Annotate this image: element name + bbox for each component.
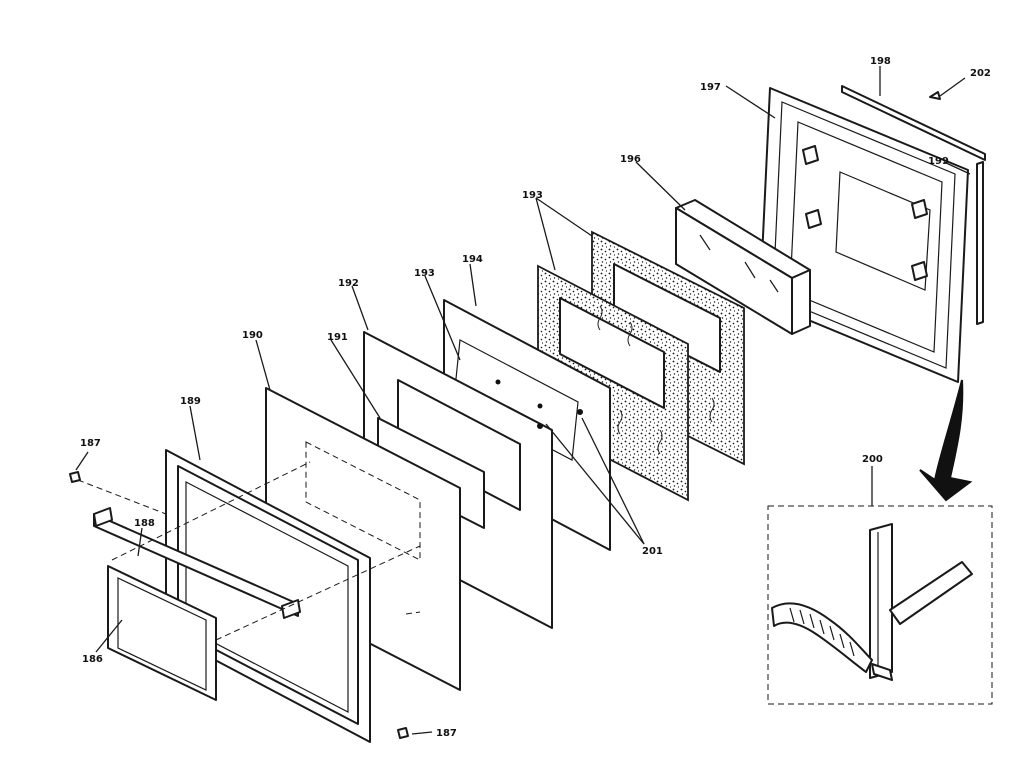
label-192: 192: [338, 278, 359, 289]
part-187-screw-bottom: [397, 727, 409, 739]
detail-arrow: [919, 379, 973, 502]
label-201: 201: [642, 546, 663, 557]
part-197-door-liner: [759, 87, 969, 383]
part-188-handle: [93, 507, 301, 619]
label-194: 194: [462, 254, 483, 265]
leader-lines: [75, 66, 971, 735]
label-190: 190: [242, 330, 263, 341]
label-197: 197: [700, 82, 721, 93]
assembly-guide-lines: [77, 461, 421, 641]
label-193-mid: 193: [414, 268, 435, 279]
label-198: 198: [870, 56, 891, 67]
label-188: 188: [134, 518, 155, 529]
part-201-screw: [537, 409, 583, 429]
label-186: 186: [82, 654, 103, 665]
label-196: 196: [620, 154, 641, 165]
label-202: 202: [970, 68, 991, 79]
detail-200-hinge-inset: [767, 505, 993, 705]
part-199-side-channel: [976, 161, 984, 325]
label-191: 191: [327, 332, 348, 343]
label-193-top: 193: [522, 190, 543, 201]
label-199: 199: [928, 156, 949, 167]
label-200: 200: [862, 454, 883, 465]
part-198-top-channel: [841, 85, 986, 161]
part-187-screw-top: [69, 471, 81, 483]
part-202-screw: [929, 91, 941, 100]
label-189: 189: [180, 396, 201, 407]
part-196-window-pack: [675, 199, 811, 335]
label-187-bottom: 187: [436, 728, 457, 739]
label-187-top: 187: [80, 438, 101, 449]
